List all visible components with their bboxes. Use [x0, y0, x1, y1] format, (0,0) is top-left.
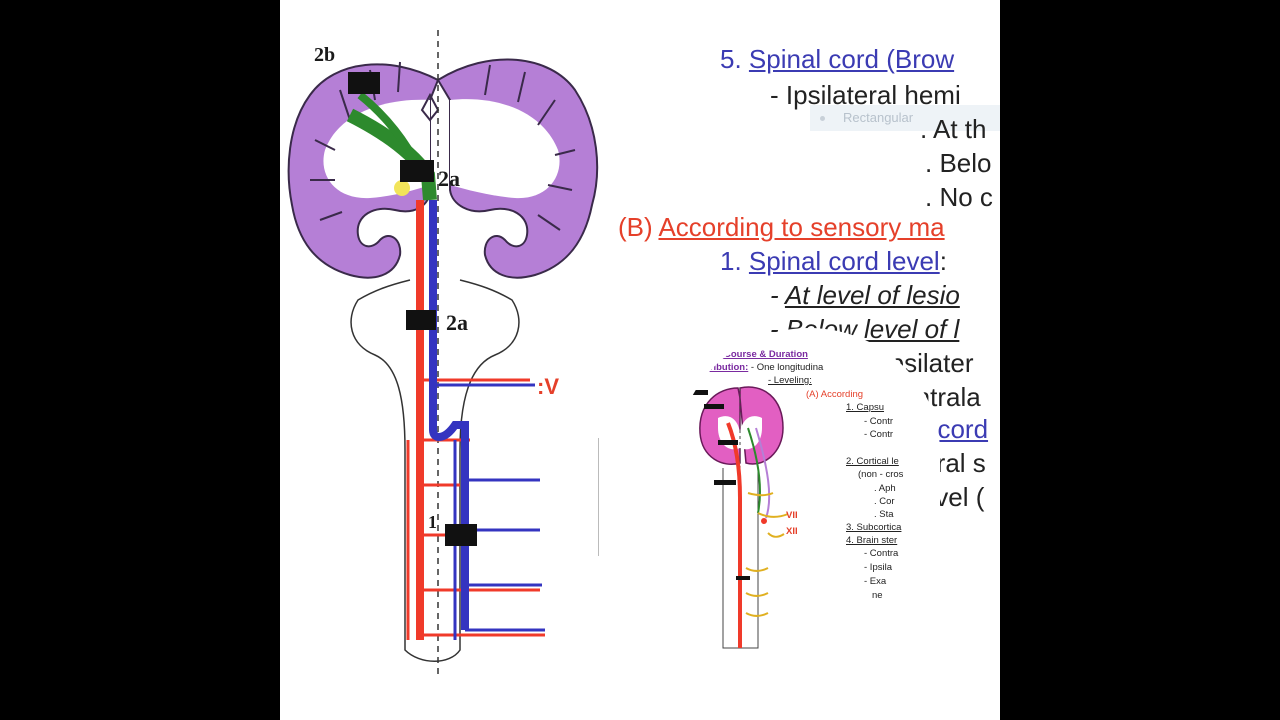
inset-non-cross: (non - cros [858, 469, 904, 480]
inset-leveling: - Leveling: [768, 375, 812, 386]
blue-tract [429, 200, 469, 630]
separator-line [598, 438, 599, 556]
inset-diagram [686, 386, 789, 649]
text-at-level-lesion: - At level of lesio [770, 280, 960, 310]
label-2a-top: 2a [438, 166, 460, 191]
text-no-c: . No c [925, 182, 993, 212]
lesion-2a-mid [406, 310, 436, 330]
inset-distribution: - Distribution: - One longitudina [686, 362, 824, 373]
brain-spinal-cord-diagram [287, 30, 599, 675]
inset-cortical: 2. Cortical le [846, 456, 899, 467]
inset-contr-2: - Contr [864, 429, 894, 440]
inset-vii: VII [786, 510, 798, 521]
lesion-2b [348, 72, 380, 94]
red-branches [406, 378, 545, 640]
inset-according: (A) According [806, 389, 864, 400]
label-2b: 2b [314, 44, 336, 66]
inset-subcortical: 3. Subcortica [846, 522, 902, 533]
text-belo: . Belo [925, 148, 992, 178]
inset-onset: - Onset, Course & Duration [686, 349, 808, 360]
heading-sensory: (B) According to sensory ma [618, 212, 945, 242]
inset-cor: . Cor [874, 496, 895, 507]
heading-spinal-cord: 5. Spinal cord (Brow [720, 44, 955, 74]
lesion-1 [445, 524, 477, 546]
brainstem-outline [350, 279, 520, 662]
ghost-tooltip: Rectangular [810, 105, 1000, 131]
inset-ne: ne [872, 590, 883, 601]
inset-slide: ...ic criteria - Onset, Course & Duratio… [678, 328, 940, 656]
white-matter-right [450, 99, 560, 199]
inset-xii: XII [786, 526, 798, 537]
inset-ipsila: - Ipsila [864, 562, 892, 573]
label-2a-mid: 2a [446, 310, 468, 335]
inset-contra: - Contra [864, 548, 899, 559]
inset-contr-1: - Contr [864, 416, 894, 427]
label-1: 1 [428, 512, 437, 532]
lesion-2a-top [400, 160, 434, 182]
inset-aph: . Aph [874, 483, 896, 494]
slide: 2b 2a 2a 1 :V 5. Spinal cord (Brow - Ips… [280, 0, 1000, 720]
inset-capsule: 1. Capsu [846, 402, 885, 413]
inset-sta: . Sta [874, 509, 894, 520]
blue-branches [433, 383, 545, 640]
heading-spinal-cord-level: 1. Spinal cord level: [720, 246, 947, 276]
inset-brainstem: 4. Brain ster [846, 535, 898, 546]
inset-exa: - Exa [864, 576, 887, 587]
inset-criteria: ...ic criteria [686, 336, 737, 347]
text-at-th: . At th [920, 114, 987, 144]
label-V: :V [537, 374, 560, 399]
